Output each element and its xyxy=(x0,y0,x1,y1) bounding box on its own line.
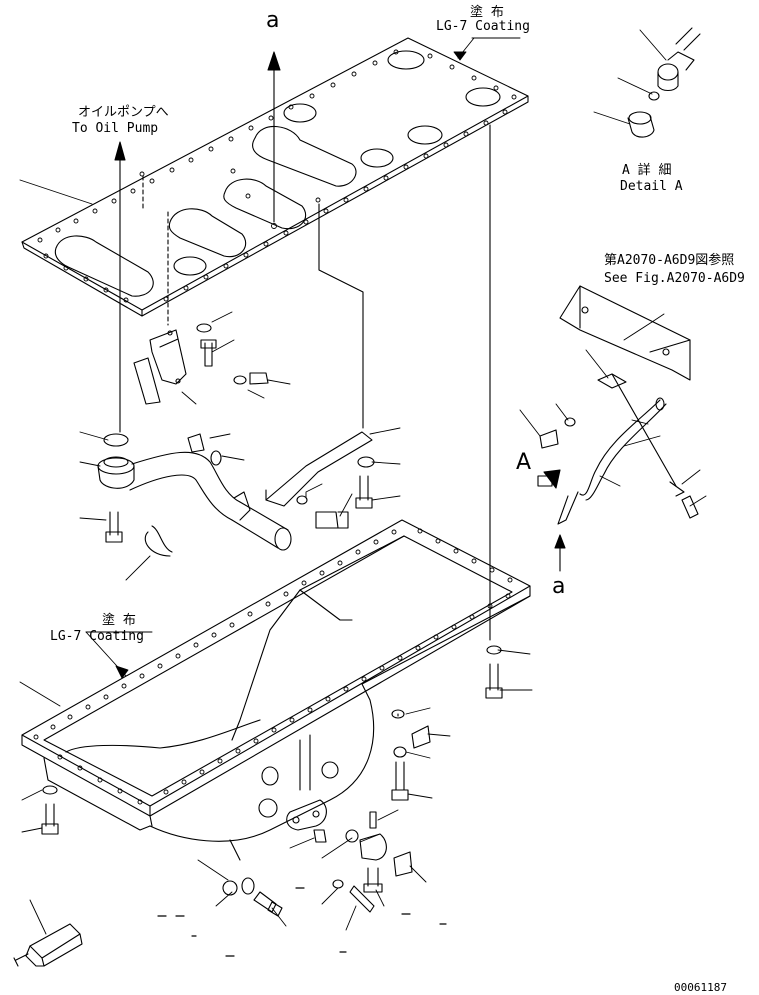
coating-pan-en: LG-7 Coating xyxy=(50,629,144,644)
detail-a-parts xyxy=(627,27,701,138)
oil-pan xyxy=(21,519,531,861)
coating-top-en: LG-7 Coating xyxy=(436,19,530,34)
dash-marks xyxy=(157,887,447,957)
detail-a-en: Detail A xyxy=(620,179,683,194)
see-fig-jp: 第A2070-A6D9図参照 xyxy=(604,253,735,268)
coating-top-jp: 塗 布 xyxy=(470,5,504,20)
oil-pump-jp: オイルポンプへ xyxy=(78,105,169,120)
arrow-letter-a-top: a xyxy=(266,8,280,33)
suction-pipe-assembly xyxy=(97,323,375,557)
detail-a-jp: A 詳 細 xyxy=(622,163,672,178)
dipstick-assembly xyxy=(537,285,699,525)
coating-pan-jp: 塗 布 xyxy=(102,613,136,628)
flow-arrows xyxy=(114,51,566,641)
leader-lines xyxy=(19,29,707,935)
oil-pump-en: To Oil Pump xyxy=(72,121,159,136)
gasket-plate xyxy=(21,37,529,317)
view-letter-A: A xyxy=(516,450,532,475)
arrow-letter-a-bottom: a xyxy=(552,574,566,599)
drawing-number: 00061187 xyxy=(674,981,727,994)
see-fig-en: See Fig.A2070-A6D9 xyxy=(604,271,745,286)
drain-parts xyxy=(13,645,503,967)
